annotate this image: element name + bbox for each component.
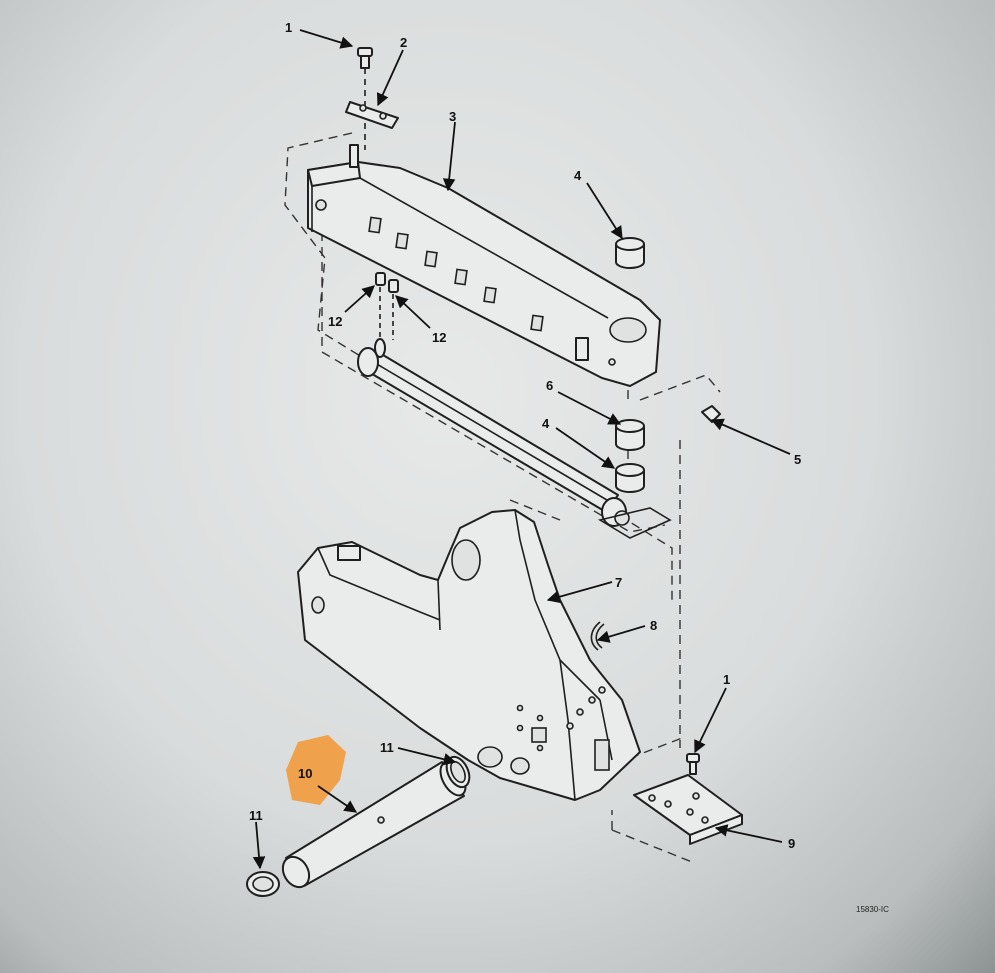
part-bolt-top xyxy=(357,47,373,150)
part-bushing-upper xyxy=(615,237,645,269)
part-bushing-6 xyxy=(615,419,645,451)
callout-10: 10 xyxy=(298,766,312,781)
part-upper-arm xyxy=(307,144,661,387)
part-base-plate xyxy=(633,774,743,845)
arm-slots xyxy=(368,216,544,332)
callout-3: 3 xyxy=(449,109,456,124)
part-ring-left xyxy=(246,871,280,897)
callout-7: 7 xyxy=(615,575,622,590)
part-cylinder xyxy=(357,338,672,539)
callout-labels: 1 2 3 4 12 12 6 4 5 7 8 1 11 10 11 9 158… xyxy=(249,20,889,914)
figure-code: 15830-IC xyxy=(856,905,889,914)
part-bushing-lower xyxy=(615,463,645,493)
callout-9: 9 xyxy=(788,836,795,851)
callout-11-left: 11 xyxy=(249,808,263,823)
callout-11-mid: 11 xyxy=(380,740,394,755)
callout-8: 8 xyxy=(650,618,657,633)
part-clip-8 xyxy=(590,621,605,651)
callout-2: 2 xyxy=(400,35,407,50)
leader-lines xyxy=(252,29,791,870)
part-bolt-bottom xyxy=(686,753,700,775)
callout-6: 6 xyxy=(546,378,553,393)
assembly-guide-lines xyxy=(284,132,721,863)
callout-12-left: 12 xyxy=(328,314,342,329)
callout-1-bottom: 1 xyxy=(723,672,730,687)
part-plate xyxy=(345,101,399,129)
highlight-marker xyxy=(286,735,346,805)
part-main-frame xyxy=(297,509,641,801)
callout-5: 5 xyxy=(794,452,801,467)
callout-1-top: 1 xyxy=(285,20,292,35)
part-fitting-5 xyxy=(701,405,721,423)
callout-12-right: 12 xyxy=(432,330,446,345)
callout-4-top: 4 xyxy=(574,168,582,183)
part-grease-fittings xyxy=(375,272,399,340)
callout-4-mid: 4 xyxy=(542,416,550,431)
